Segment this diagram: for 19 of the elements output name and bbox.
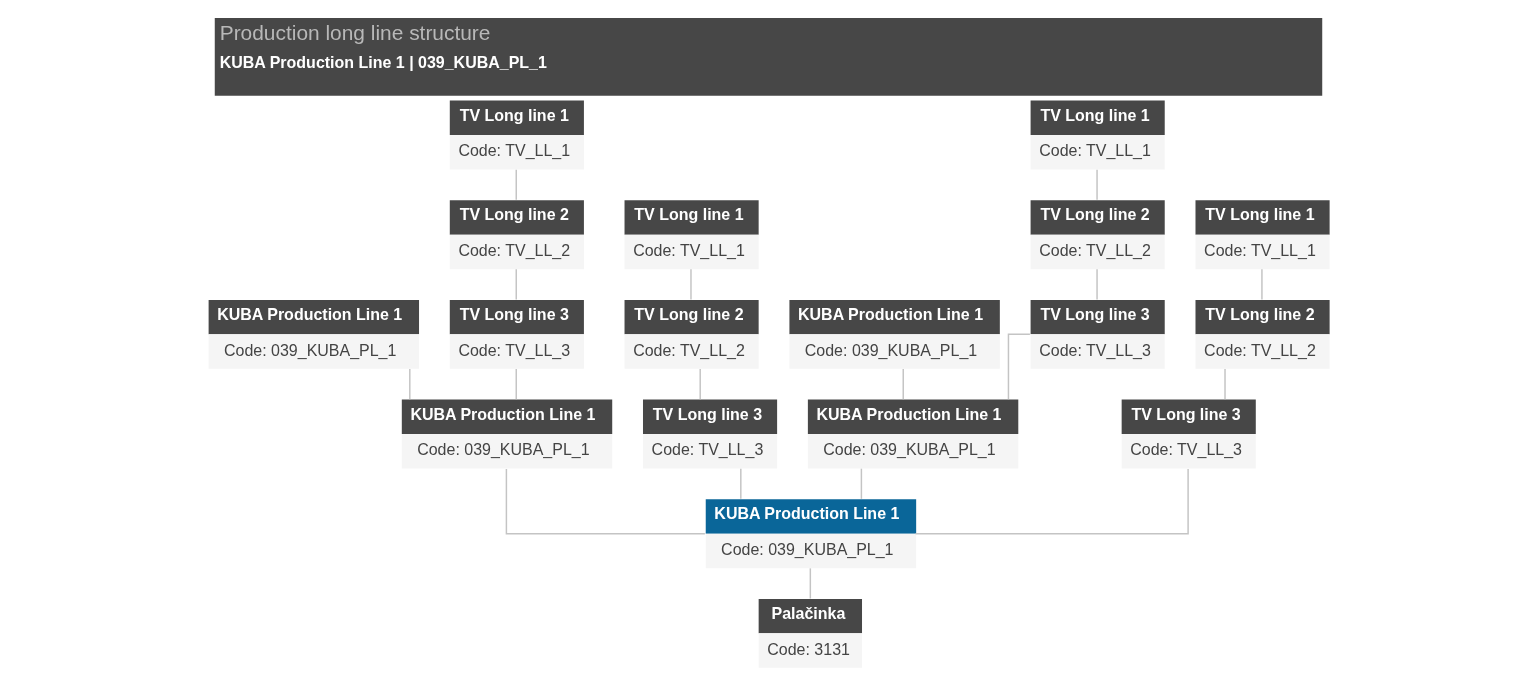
caption: KUBA Production Line 1 | 039_KUBA_PL_1	[219, 54, 547, 72]
connector	[505, 468, 706, 535]
connector	[1223, 368, 1226, 400]
connector	[408, 368, 411, 400]
connector	[1095, 268, 1098, 301]
connector	[689, 268, 692, 301]
connector	[1260, 268, 1263, 301]
connector	[515, 268, 517, 301]
connector	[902, 368, 904, 400]
connector	[515, 168, 517, 201]
diagram-title: Production long line structure	[219, 21, 490, 45]
connector	[739, 467, 742, 500]
connector	[698, 368, 701, 400]
connector	[515, 368, 517, 400]
connector	[809, 567, 811, 600]
connector	[860, 467, 862, 500]
connector	[1095, 168, 1098, 201]
connector	[1007, 333, 1031, 400]
connector	[914, 468, 1189, 535]
